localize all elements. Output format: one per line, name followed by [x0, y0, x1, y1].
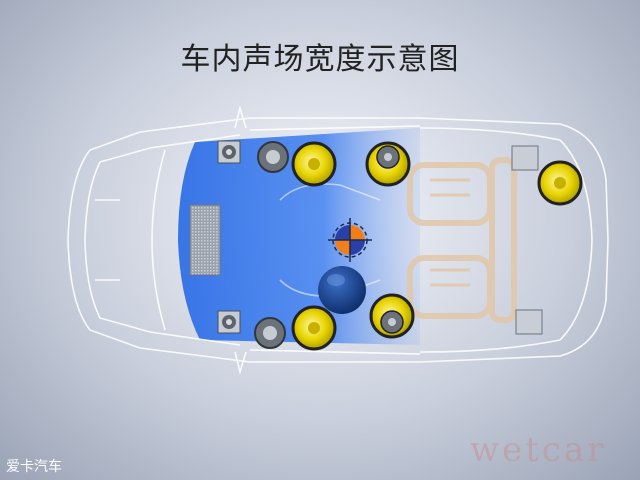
- midrange-top: [257, 141, 289, 173]
- midrange-bottom: [254, 317, 286, 349]
- center-sphere: [318, 266, 366, 314]
- listener-target-icon: [328, 218, 372, 262]
- rear-panel-top: [511, 145, 539, 171]
- woofer-front-right-top: [365, 141, 411, 187]
- seats: [407, 157, 517, 323]
- front-center-grille: [189, 204, 221, 276]
- diagram-title: 车内声场宽度示意图: [180, 42, 460, 77]
- watermark-left: 爱卡汽车: [6, 459, 62, 475]
- rear-panel-bottom: [515, 309, 543, 335]
- watermark-right: wetcar: [470, 430, 607, 470]
- tweeter-front-left-top: [217, 140, 241, 164]
- car-outline: [67, 104, 609, 376]
- woofer-front-right-bottom: [369, 293, 415, 339]
- woofer-front-left-bottom: [291, 305, 337, 351]
- woofer-rear: [537, 160, 583, 206]
- tweeter-front-left-bottom: [217, 310, 241, 334]
- woofer-front-left-top: [291, 141, 337, 187]
